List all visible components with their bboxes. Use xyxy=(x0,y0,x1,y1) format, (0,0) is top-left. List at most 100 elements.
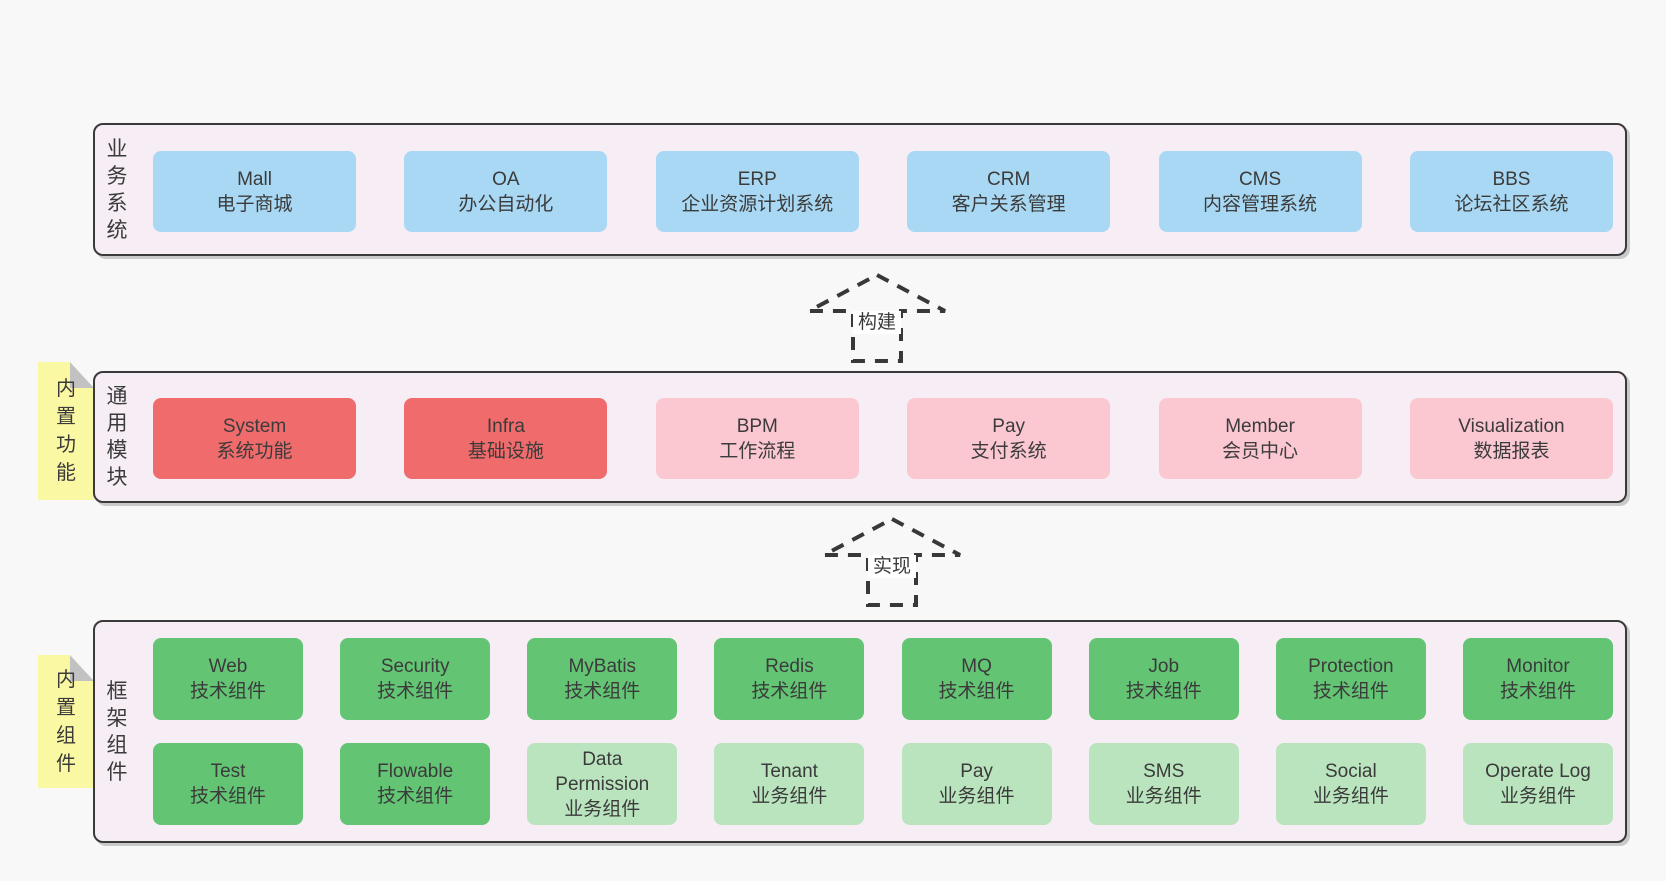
box-subtitle: 技术组件 xyxy=(189,681,266,702)
box-subtitle: 客户关系管理 xyxy=(951,193,1066,215)
module-box-pay: Pay 支付系统 xyxy=(907,398,1111,479)
box-subtitle: 支付系统 xyxy=(970,440,1047,462)
box-title: ERP xyxy=(737,168,777,190)
box-subtitle: 技术组件 xyxy=(377,786,454,807)
build-arrow: 构建 xyxy=(807,273,947,363)
component-box-social: Social 业务组件 xyxy=(1275,743,1426,825)
box-title: BPM xyxy=(736,415,778,437)
component-box-mq: MQ 技术组件 xyxy=(901,638,1052,720)
box-title: Mall xyxy=(237,168,272,190)
box-subtitle: 业务组件 xyxy=(938,786,1015,807)
component-box-monitor: Monitor 技术组件 xyxy=(1462,638,1613,720)
section-label-business-systems: 业务系统 xyxy=(106,137,128,242)
box-title: Pay xyxy=(960,761,993,782)
box-title: Data Permission xyxy=(555,748,650,795)
box-title: SMS xyxy=(1143,761,1185,782)
box-subtitle: 数据报表 xyxy=(1473,440,1550,462)
box-subtitle: 电子商城 xyxy=(216,193,293,215)
box-title: Flowable xyxy=(377,761,454,782)
component-box-web: Web 技术组件 xyxy=(153,638,303,720)
component-box-protection: Protection 技术组件 xyxy=(1275,638,1426,720)
component-box-sms: SMS 业务组件 xyxy=(1088,743,1239,825)
section-label-common-modules: 通用模块 xyxy=(106,385,128,489)
component-box-security: Security 技术组件 xyxy=(340,638,491,720)
box-title: Operate Log xyxy=(1485,761,1591,782)
box-title: Tenant xyxy=(760,761,818,782)
box-subtitle: 系统功能 xyxy=(216,440,293,462)
box-title: MQ xyxy=(961,656,992,677)
box-subtitle: 会员中心 xyxy=(1222,440,1299,462)
component-box-pay: Pay 业务组件 xyxy=(901,743,1052,825)
framework-components-row-2: Test 技术组件 Flowable 技术组件 Data Permission … xyxy=(153,743,1613,825)
system-box-erp: ERP 企业资源计划系统 xyxy=(655,151,859,232)
component-box-flowable: Flowable 技术组件 xyxy=(340,743,491,825)
box-title: Test xyxy=(210,761,246,782)
common-modules-section: 通用模块 System 系统功能 Infra 基础设施 BPM 工作流程 Pay… xyxy=(93,371,1627,503)
business-systems-row: Mall 电子商城 OA 办公自动化 ERP 企业资源计划系统 CRM 客户关系… xyxy=(153,151,1613,232)
box-title: Visualization xyxy=(1458,415,1565,437)
sticky-note-built-in-features: 内置功能 xyxy=(38,362,94,500)
box-subtitle: 业务组件 xyxy=(1312,786,1389,807)
framework-components-row-1: Web 技术组件 Security 技术组件 MyBatis 技术组件 Redi… xyxy=(153,638,1613,720)
up-block-arrow-icon xyxy=(808,273,946,363)
box-subtitle: 工作流程 xyxy=(719,440,796,462)
box-title: Web xyxy=(208,656,248,677)
module-box-visualization: Visualization 数据报表 xyxy=(1409,398,1613,479)
component-box-job: Job 技术组件 xyxy=(1088,638,1239,720)
module-box-system: System 系统功能 xyxy=(153,398,356,479)
box-title: OA xyxy=(492,168,520,190)
box-subtitle: 论坛社区系统 xyxy=(1454,193,1569,215)
box-subtitle: 内容管理系统 xyxy=(1203,193,1318,215)
box-subtitle: 业务组件 xyxy=(751,786,828,807)
box-subtitle: 技术组件 xyxy=(189,786,266,807)
box-subtitle: 企业资源计划系统 xyxy=(681,193,834,215)
box-title: Redis xyxy=(765,656,814,677)
module-box-infra: Infra 基础设施 xyxy=(404,398,608,479)
module-box-member: Member 会员中心 xyxy=(1158,398,1362,479)
implement-arrow: 实现 xyxy=(822,517,962,607)
system-box-crm: CRM 客户关系管理 xyxy=(907,151,1111,232)
box-title: CRM xyxy=(987,168,1031,190)
box-subtitle: 技术组件 xyxy=(377,681,454,702)
box-subtitle: 基础设施 xyxy=(467,440,544,462)
box-subtitle: 技术组件 xyxy=(564,681,641,702)
box-title: CMS xyxy=(1238,168,1282,190)
box-title: BBS xyxy=(1492,168,1531,190)
box-subtitle: 办公自动化 xyxy=(458,193,554,215)
box-title: Pay xyxy=(992,415,1026,437)
box-title: Security xyxy=(380,656,450,677)
box-subtitle: 技术组件 xyxy=(1312,681,1389,702)
sticky-note-label: 内置功能 xyxy=(56,378,76,484)
section-label-framework-components: 框架组件 xyxy=(106,679,128,784)
box-subtitle: 技术组件 xyxy=(1499,681,1576,702)
box-title: Protection xyxy=(1308,656,1394,677)
sticky-note-built-in-components: 内置组件 xyxy=(38,655,94,788)
box-subtitle: 业务组件 xyxy=(1499,786,1576,807)
system-box-cms: CMS 内容管理系统 xyxy=(1158,151,1362,232)
box-subtitle: 业务组件 xyxy=(1125,786,1202,807)
component-box-mybatis: MyBatis 技术组件 xyxy=(527,638,678,720)
box-title: Social xyxy=(1324,761,1377,782)
component-box-test: Test 技术组件 xyxy=(153,743,303,825)
module-box-bpm: BPM 工作流程 xyxy=(655,398,859,479)
sticky-note-label: 内置组件 xyxy=(56,668,76,775)
implement-arrow-label: 实现 xyxy=(867,555,917,578)
box-subtitle: 技术组件 xyxy=(1125,681,1202,702)
system-box-bbs: BBS 论坛社区系统 xyxy=(1409,151,1613,232)
system-box-oa: OA 办公自动化 xyxy=(404,151,608,232)
box-subtitle: 技术组件 xyxy=(938,681,1015,702)
box-subtitle: 技术组件 xyxy=(751,681,828,702)
box-title: Monitor xyxy=(1506,656,1570,677)
system-box-mall: Mall 电子商城 xyxy=(153,151,356,232)
build-arrow-label: 构建 xyxy=(852,311,902,334)
component-box-tenant: Tenant 业务组件 xyxy=(714,743,865,825)
business-systems-section: 业务系统 Mall 电子商城 OA 办公自动化 ERP 企业资源计划系统 CRM… xyxy=(93,123,1627,256)
box-title: MyBatis xyxy=(568,656,637,677)
up-block-arrow-icon xyxy=(823,517,961,607)
box-title: System xyxy=(222,415,287,437)
framework-components-section: 框架组件 Web 技术组件 Security 技术组件 MyBatis 技术组件… xyxy=(93,620,1627,843)
component-box-data-permission: Data Permission 业务组件 xyxy=(527,743,678,825)
box-title: Infra xyxy=(486,415,525,437)
box-title: Job xyxy=(1148,656,1180,677)
box-subtitle: 业务组件 xyxy=(564,798,641,820)
